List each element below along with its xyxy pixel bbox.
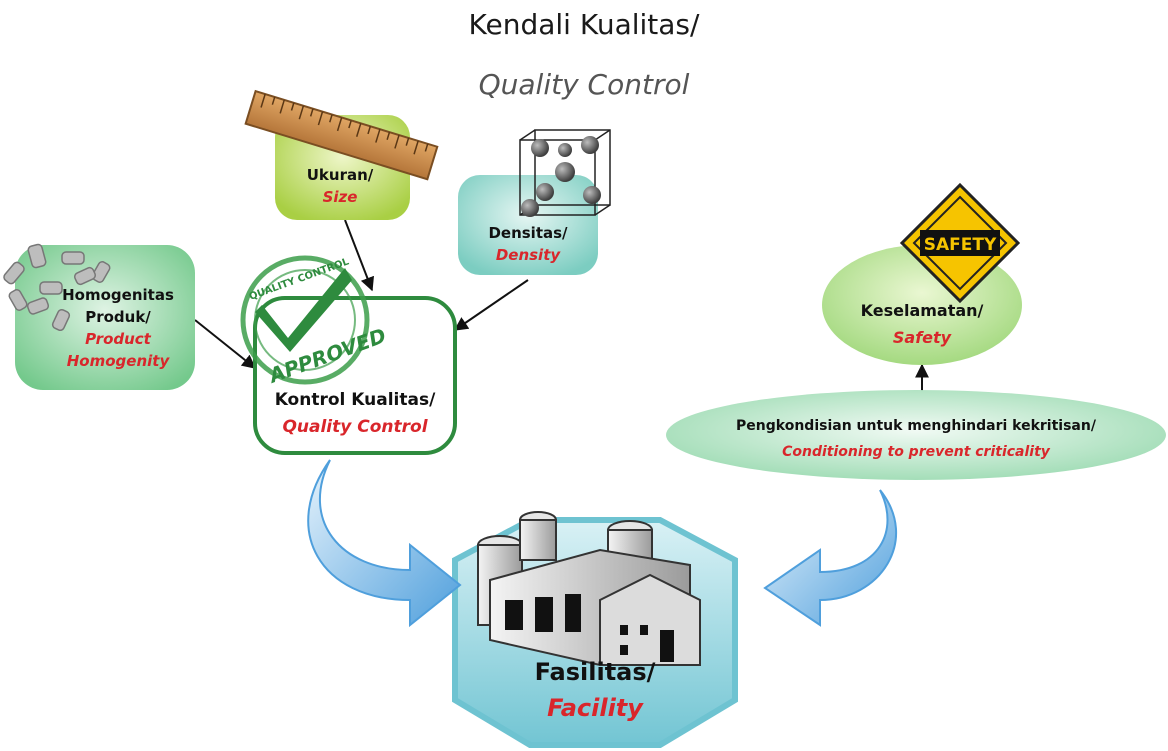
curved-arrow-right	[763, 489, 898, 627]
qc-label-en: Quality Control	[282, 417, 428, 437]
cube-spheres-icon	[519, 129, 611, 217]
size-label-en: Size	[323, 188, 358, 206]
facility-label-en: Facility	[547, 694, 644, 722]
density-node	[458, 175, 598, 275]
homogeneity-label-en-2: Homogenity	[67, 352, 171, 370]
pellets-icon	[3, 243, 111, 332]
facility-label-id: Fasilitas/	[535, 658, 656, 686]
ruler-icon	[244, 89, 439, 181]
factory-icon	[477, 511, 701, 667]
arrow-density-to-qc	[453, 279, 529, 331]
density-label-en: Density	[496, 246, 562, 264]
conditioning-label-en: Conditioning to prevent criticality	[782, 444, 1051, 460]
homogeneity-label-id-2: Produk/	[85, 308, 151, 326]
safety-label-en: Safety	[893, 328, 952, 347]
conditioning-node	[666, 390, 1166, 480]
quality-control-node	[253, 296, 457, 455]
qc-label-id: Kontrol Kualitas/	[275, 390, 436, 410]
homogeneity-node	[15, 245, 195, 390]
density-label-id: Densitas/	[488, 224, 568, 242]
conditioning-label-id: Pengkondisian untuk menghindari kekritis…	[736, 418, 1097, 434]
size-label-id: Ukuran/	[307, 166, 374, 184]
safety-label-id: Keselamatan/	[861, 301, 984, 320]
safety-sign-icon: SAFETY	[899, 182, 1021, 304]
arrow-homogeneity-to-qc	[194, 319, 257, 369]
diagram-title-id: Kendali Kualitas/	[468, 8, 700, 41]
homogeneity-label-id-1: Homogenitas	[62, 286, 174, 304]
homogeneity-label-en-1: Product	[85, 330, 152, 348]
arrow-size-to-qc	[344, 219, 374, 292]
diagram-title-en: Quality Control	[478, 68, 690, 101]
curved-arrow-left	[307, 459, 462, 628]
safety-sign-text: SAFETY	[924, 235, 997, 255]
